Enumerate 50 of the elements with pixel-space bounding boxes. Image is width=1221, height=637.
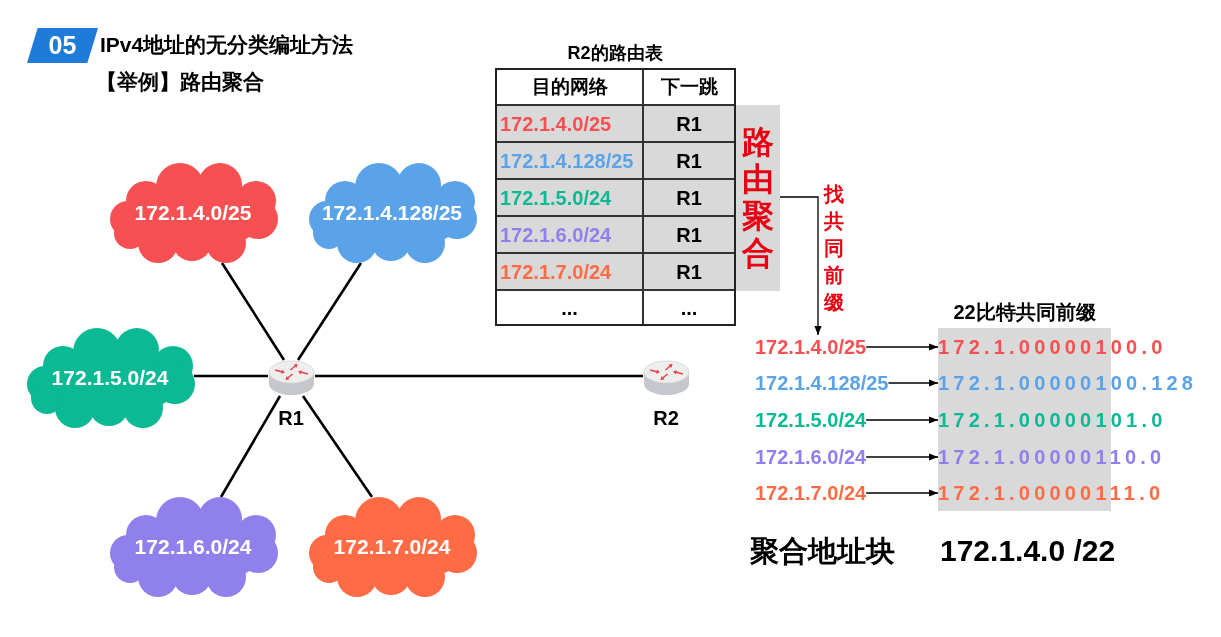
table-cell: R1 [644, 106, 734, 143]
title: IPv4地址的无分类编址方法 [100, 32, 354, 58]
router-label: R2 [653, 406, 679, 430]
network-address: 172.1.6.0/24 [755, 445, 867, 469]
network-address: 172.1.7.0/24 [333, 534, 451, 560]
router-icon [268, 360, 315, 396]
network-address: 172.1.6.0/24 [134, 534, 252, 560]
connection-line [301, 395, 374, 498]
table-cell: 172.1.4.0/25 [497, 106, 644, 143]
connection-line [194, 374, 268, 378]
table-cell: R1 [644, 180, 734, 217]
table-cell: R1 [644, 217, 734, 254]
section-number: 05 [27, 28, 98, 63]
arrow [865, 453, 939, 461]
binary-address: 172.1.00000100.128 [938, 371, 1198, 395]
table-cell: 目的网络 [497, 70, 644, 106]
table-cell: 172.1.4.128/25 [497, 143, 644, 180]
subtitle: 【举例】路由聚合 [96, 69, 264, 95]
connection-line [296, 262, 363, 361]
binary-address: 172.1.00000111.0 [938, 481, 1165, 505]
connection-line [315, 374, 643, 378]
result-label: 聚合地址块 [750, 533, 895, 569]
binary-address: 172.1.00000101.0 [938, 408, 1167, 432]
arrow [865, 489, 939, 497]
connection-line [220, 262, 286, 361]
network-address: 172.1.4.128/25 [321, 200, 463, 226]
table-cell: R1 [644, 143, 734, 180]
network-address: 172.1.7.0/24 [755, 481, 867, 505]
band-heading: 22比特共同前缀 [953, 300, 1096, 324]
table-cell: 172.1.5.0/24 [497, 180, 644, 217]
connection-line [219, 395, 282, 498]
arrow [865, 416, 939, 424]
table-cell: 172.1.6.0/24 [497, 217, 644, 254]
router-icon [643, 360, 690, 396]
table-title: R2的路由表 [567, 43, 663, 65]
network-address: 172.1.5.0/24 [755, 408, 867, 432]
binary-address: 172.1.00000100.0 [938, 335, 1167, 359]
network-address: 172.1.4.0/25 [755, 335, 867, 359]
network-address: 172.1.4.0/25 [134, 200, 252, 226]
table-cell: R1 [644, 254, 734, 291]
binary-address: 172.1.00000110.0 [938, 445, 1166, 469]
result-address: 172.1.4.0 /22 [940, 533, 1116, 569]
arrow [887, 379, 939, 387]
network-address: 172.1.4.128/25 [755, 371, 889, 395]
arrow [865, 343, 939, 351]
arrow [779, 196, 822, 336]
highlight-band: 路由聚合 [736, 105, 780, 291]
network-address: 172.1.5.0/24 [51, 365, 169, 391]
router-label: R1 [278, 406, 304, 430]
table-cell: 172.1.7.0/24 [497, 254, 644, 291]
